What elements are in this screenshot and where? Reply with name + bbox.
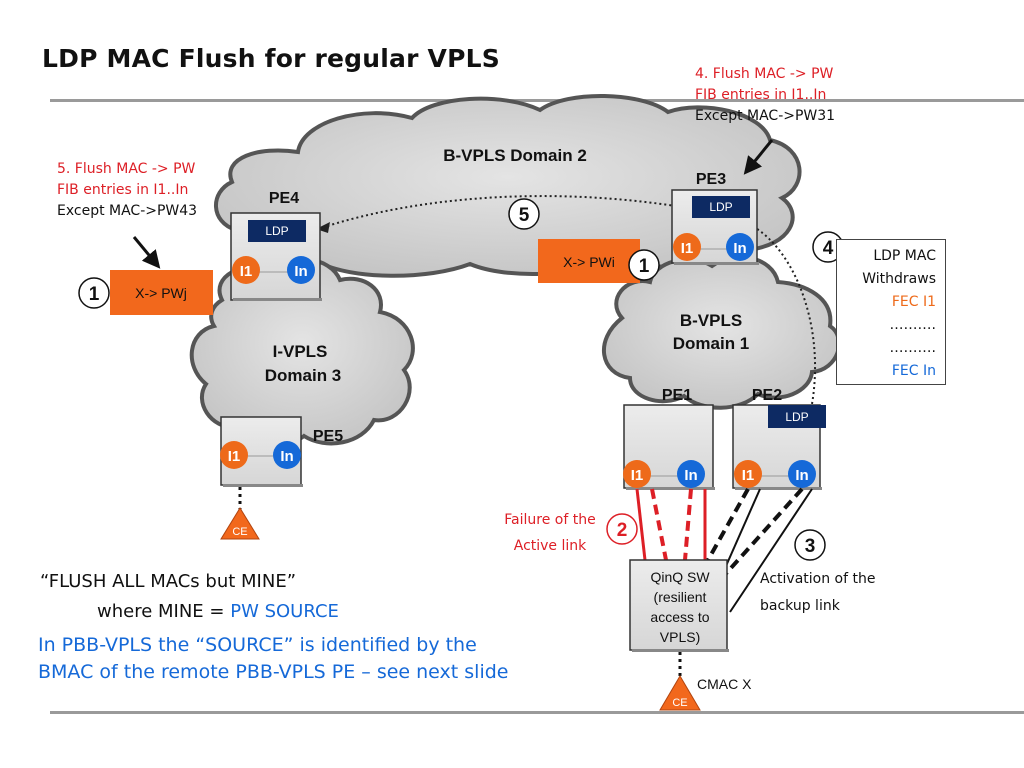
pe4-flush-line2: FIB entries in I1..In: [57, 182, 189, 198]
withdraw-line1: LDP MAC: [873, 248, 936, 264]
pe3-in-circle: [726, 233, 754, 261]
where-mine-note: where MINE = PW SOURCE: [97, 601, 339, 622]
step-circle-icon: [78, 198, 844, 561]
pe3-i1-circle: [673, 233, 701, 261]
page-title: LDP MAC Flush for regular VPLS: [42, 44, 500, 73]
xpwj-box: [110, 270, 213, 315]
qinq-label-line2: (resilient: [654, 589, 707, 605]
pe1-label: PE1: [662, 387, 692, 404]
pe2-ldp-label: LDP: [785, 410, 808, 424]
pe2-ldp-box: [768, 405, 826, 428]
pe2-in-label: In: [795, 467, 808, 484]
xpwj-label: X-> PWj: [135, 285, 187, 301]
where-mine-prefix: where MINE =: [97, 601, 231, 622]
pe4-in-circle: [287, 256, 315, 284]
arrow-icon: [743, 139, 774, 175]
pe4-label: PE4: [269, 190, 299, 207]
withdraw-fec-in: FEC In: [891, 363, 936, 379]
pe4-flush-line1: 5. Flush MAC -> PW: [57, 161, 196, 177]
qinq-label-line1: QinQ SW: [650, 569, 710, 585]
pe2-i1-label: I1: [742, 467, 755, 484]
pe4-ldp-box: [248, 220, 306, 242]
pe5-label: PE5: [313, 428, 343, 445]
failure-note: Failure of the Active link: [488, 507, 612, 559]
pw-source-text: PW SOURCE: [230, 601, 339, 622]
pe3-except: Except MAC->PW31: [695, 108, 836, 124]
step-1-right: 1: [639, 256, 650, 277]
b-vpls-domain-1-label-line1: B-VPLS: [680, 311, 742, 330]
pe1-in-label: In: [684, 467, 697, 484]
pe2-in-circle: [788, 460, 816, 488]
pe4-ldp-label: LDP: [265, 224, 288, 238]
pbb-note-line1: In PBB-VPLS the “SOURCE” is identified b…: [38, 634, 477, 656]
activation-line1: Activation of the: [760, 571, 876, 587]
pe3-ldp-label: LDP: [709, 200, 732, 214]
pw-path-pe3-pe2: [743, 221, 817, 405]
failure-line1: Failure of the: [504, 512, 596, 528]
pe3-in-label: In: [733, 240, 746, 257]
pe3-flush-line1: 4. Flush MAC -> PW: [695, 66, 834, 82]
pe5-in-circle: [273, 441, 301, 469]
pe2-label: PE2: [752, 387, 782, 404]
ce-label-qinq: CE: [672, 697, 687, 709]
ce-triangle-icon: [659, 675, 701, 711]
pe5-in-label: In: [280, 448, 293, 465]
ce-label-pe5: CE: [232, 526, 247, 538]
pe4-except: Except MAC->PW43: [57, 203, 198, 219]
step-1-left: 1: [89, 284, 100, 305]
flush-all-note: “FLUSH ALL MACs but MINE”: [40, 571, 297, 592]
step-4: 4: [823, 238, 834, 259]
activation-line2: backup link: [760, 598, 840, 614]
pe4-i1-label: I1: [240, 263, 253, 280]
qinq-label-line4: VPLS): [660, 629, 700, 645]
pe3-i1-label: I1: [681, 240, 694, 257]
b-vpls-domain-1-label-line2: Domain 1: [673, 334, 750, 353]
activation-note: Activation of the backup link: [760, 566, 875, 620]
bottom-rule: [50, 711, 1024, 714]
pe3-ldp-box: [692, 196, 750, 218]
pe4-in-label: In: [294, 263, 307, 280]
failed-active-link: [635, 488, 707, 561]
withdraw-line2: Withdraws: [862, 271, 936, 287]
xpwi-label: X-> PWi: [563, 254, 615, 270]
arrow-icon: [132, 236, 161, 269]
withdraw-fec-i1: FEC I1: [891, 294, 936, 310]
failure-line2: Active link: [513, 538, 587, 554]
cmac-label: CMAC X: [697, 676, 752, 692]
pe1-in-circle: [677, 460, 705, 488]
pw-arrowhead-pe4: [316, 222, 330, 233]
xpwi-box: [538, 239, 640, 283]
pw-path-pe4-pe3: [317, 195, 701, 230]
b-vpls-domain-2-label: B-VPLS Domain 2: [443, 146, 587, 165]
pe3-flush-note: 4. Flush MAC -> PW FIB entries in I1..In…: [695, 64, 835, 127]
step-3: 3: [805, 536, 816, 557]
pe5-i1-label: I1: [228, 448, 241, 465]
qinq-switch: [629, 559, 729, 652]
i-vpls-domain-3-label-line2: Domain 3: [265, 366, 342, 385]
pe4-flush-note: 5. Flush MAC -> PW FIB entries in I1..In…: [57, 159, 197, 222]
pe5-i1-circle: [220, 441, 248, 469]
pe4-i1-circle: [232, 256, 260, 284]
ldp-mac-withdraws-box: LDP MAC Withdraws FEC I1 ………. ………. FEC I…: [836, 239, 946, 385]
step-2: 2: [617, 520, 628, 541]
pe1-i1-label: I1: [631, 467, 644, 484]
withdraw-dots-1: ……….: [889, 317, 936, 333]
pe3-label: PE3: [696, 171, 726, 188]
pe3-flush-line2: FIB entries in I1..In: [695, 87, 827, 103]
withdraw-dots-2: ……….: [889, 340, 936, 356]
step-5: 5: [519, 205, 530, 226]
top-rule: [50, 99, 1024, 102]
pbb-vpls-note: In PBB-VPLS the “SOURCE” is identified b…: [38, 632, 508, 686]
backup-link: [706, 487, 813, 613]
ce-triangle-icon: [220, 507, 260, 540]
pe2-i1-circle: [734, 460, 762, 488]
pe1-i1-circle: [623, 460, 651, 488]
pbb-note-line2: BMAC of the remote PBB-VPLS PE – see nex…: [38, 661, 509, 683]
qinq-label-line3: access to: [650, 609, 709, 625]
i-vpls-domain-3-label-line1: I-VPLS: [273, 342, 328, 361]
